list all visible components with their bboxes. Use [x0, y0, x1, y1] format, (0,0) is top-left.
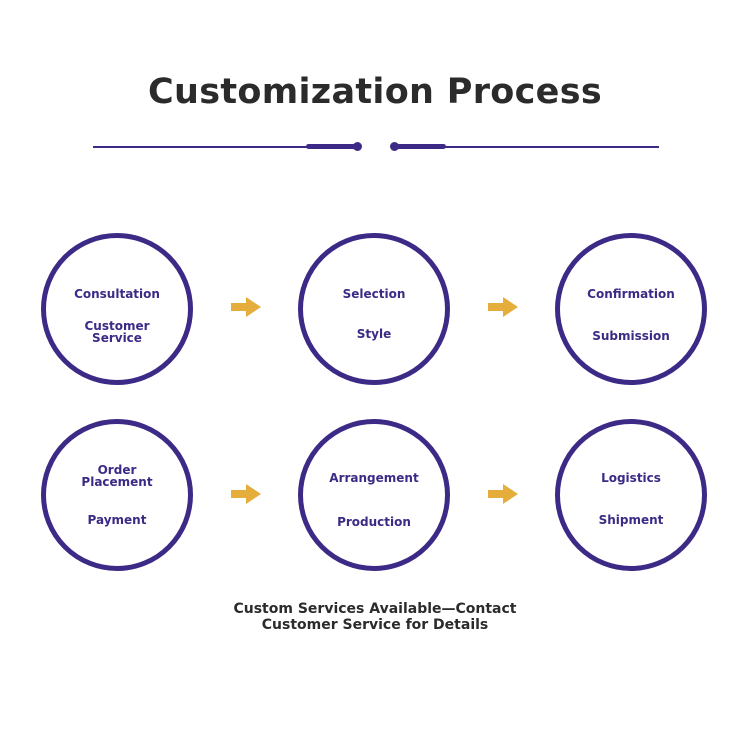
step-logistics: Logistics Shipment — [555, 419, 707, 571]
step-label-secondary: Payment — [87, 513, 147, 527]
step-label-primary: Confirmation — [587, 287, 675, 301]
step-label-primary: Selection — [342, 287, 406, 301]
footer-note-line: Customer Service for Details — [261, 617, 489, 633]
step-order-placement: Order Placement Payment — [41, 419, 193, 571]
step-label-primary: Consultation — [74, 287, 160, 301]
step-arrangement: Arrangement Production — [298, 419, 450, 571]
arrow-right-icon — [231, 297, 261, 317]
step-label-secondary: Production — [337, 515, 411, 529]
footer-note: Custom Services Available—Contact Custom… — [150, 601, 600, 633]
step-label-primary: Placement — [81, 475, 153, 489]
page-title: Customization Process — [148, 72, 602, 112]
step-consultation: Consultation Customer Service — [41, 233, 193, 385]
step-label-secondary: Submission — [592, 329, 670, 343]
step-label-primary: Logistics — [601, 471, 661, 485]
arrow-right-icon — [488, 297, 518, 317]
title-divider-dot-left — [353, 142, 362, 151]
step-label-secondary: Customer — [84, 319, 150, 333]
step-label-secondary: Style — [356, 327, 392, 341]
arrow-right-icon — [488, 484, 518, 504]
step-confirmation: Confirmation Submission — [555, 233, 707, 385]
title-divider-accent-left — [306, 144, 356, 149]
title-divider-dot-right — [390, 142, 399, 151]
step-selection: Selection Style — [298, 233, 450, 385]
step-label-secondary: Service — [92, 331, 142, 345]
step-label-primary: Order — [97, 463, 137, 477]
step-label-primary: Arrangement — [329, 471, 419, 485]
title-divider-line-right — [397, 146, 659, 148]
footer-note-line: Custom Services Available—Contact — [233, 601, 517, 617]
arrow-right-icon — [231, 484, 261, 504]
title-divider-line-left — [93, 146, 355, 148]
step-label-secondary: Shipment — [598, 513, 664, 527]
